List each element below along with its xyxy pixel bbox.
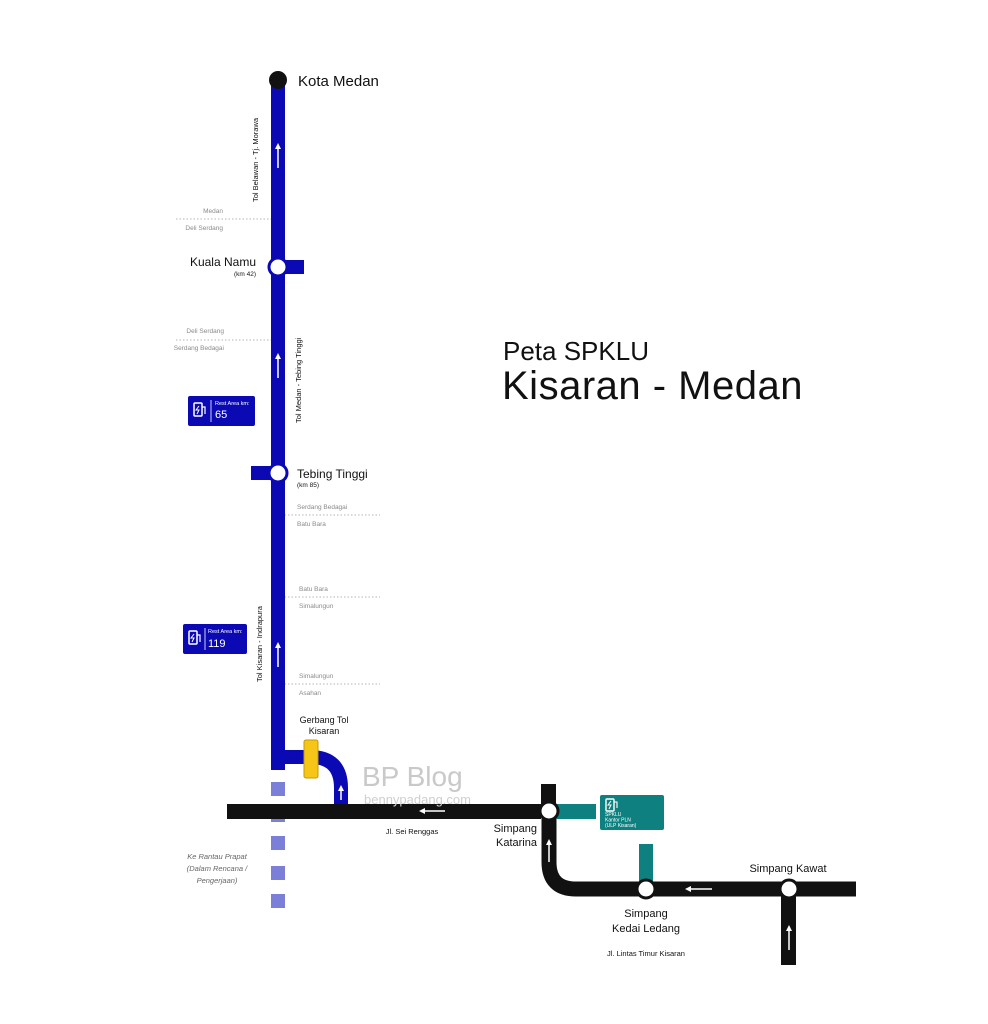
arrow-icon (338, 785, 344, 800)
arrow-icon (275, 143, 281, 168)
boundary-labels: Medan Deli Serdang Deli Serdang Serdang … (174, 208, 348, 697)
boundary-label-upper: Serdang Bedagai (297, 504, 347, 511)
rest-area-label: Rest Area km: (215, 401, 250, 407)
rest-area-label: Rest Area km: (208, 629, 243, 635)
label-rantau-2: (Dalam Rencana / (187, 864, 248, 873)
ev-charger-icon (188, 630, 201, 645)
label-rantau-3: Pengerjaan) (197, 876, 238, 885)
spklu-pln-connector-v (639, 844, 653, 884)
arrow-icon (786, 925, 792, 950)
ev-charger-icon (193, 402, 206, 417)
spklu-kantor-pln: SPKLU Kantor PLN (ULP Kisaran) (600, 795, 664, 830)
simpang-katarina-node (538, 800, 560, 822)
label-rantau-1: Ke Rantau Prapat (187, 852, 248, 861)
pln-sign-line1: SPKLU (605, 812, 622, 818)
watermark-name: BP Blog (362, 761, 463, 792)
pln-sign-line2: Kantor PLN (605, 818, 631, 824)
label-simpang-kawat: Simpang Kawat (749, 863, 826, 875)
arrow-icon (275, 642, 281, 667)
label-simpang-kedai-2: Kedai Ledang (612, 923, 680, 935)
label-tebing-tinggi-km: (km 85) (297, 482, 319, 489)
boundary-label-lower: Batu Bara (297, 521, 326, 528)
label-simpang-katarina-1: Simpang (494, 823, 537, 835)
boundary-label-lower: Simalungun (299, 603, 334, 610)
toll-main-line (271, 80, 285, 770)
ev-charger-icon (605, 798, 618, 812)
road-jl-lintas-timur (541, 812, 856, 897)
kota-medan-endpoint (269, 71, 287, 89)
spklu-rest-area-119: Rest Area km: 119 (183, 624, 247, 654)
label-kota-medan: Kota Medan (298, 73, 379, 90)
label-tebing-tinggi: Tebing Tinggi (297, 467, 368, 481)
boundary-label-upper: Medan (203, 208, 223, 215)
boundary-label-upper: Batu Bara (299, 586, 328, 593)
boundary-label-lower: Deli Serdang (185, 225, 223, 232)
map-subtitle: Peta SPKLU (503, 336, 649, 366)
direction-arrows (275, 143, 792, 950)
label-kuala-namu: Kuala Namu (190, 255, 256, 269)
label-jl-sei-renggas: Jl. Sei Renggas (386, 827, 439, 836)
tebing-tinggi-interchange (267, 462, 289, 484)
spklu-pln-connector-h (556, 804, 596, 819)
spklu-rest-area-65: Rest Area km: 65 (188, 396, 255, 426)
district-boundaries (176, 218, 380, 685)
map-title: Kisaran - Medan (502, 364, 803, 408)
kuala-namu-interchange (267, 256, 289, 278)
label-simpang-kedai-1: Simpang (624, 908, 667, 920)
pln-sign-line3: (ULP Kisaran) (605, 823, 637, 829)
toll-gate (303, 739, 319, 779)
road-jl-sei-renggas (227, 804, 541, 819)
simpang-kawat-node (778, 878, 800, 900)
boundary-label-lower: Serdang Bedagai (174, 345, 224, 352)
planned-toll-extension (271, 782, 285, 908)
boundary-label-upper: Simalungun (299, 673, 334, 680)
label-gerbang-tol: Gerbang Tol (300, 715, 349, 725)
arrow-icon (275, 353, 281, 378)
label-jl-lintas-timur: Jl. Lintas Timur Kisaran (607, 949, 685, 958)
arrow-icon (685, 886, 712, 892)
boundary-label-lower: Asahan (299, 690, 321, 697)
label-tol-medan-tebing: Tol Medan - Tebing Tinggi (294, 337, 303, 423)
label-tol-belawan: Tol Belawan - Tj. Morawa (251, 117, 260, 202)
label-kuala-namu-km: (km 42) (234, 271, 256, 278)
watermark-site: bennypadang.com (364, 792, 471, 807)
label-simpang-katarina-2: Katarina (496, 837, 538, 849)
road-katarina-north-stub (541, 784, 556, 804)
boundary-label-upper: Deli Serdang (186, 328, 224, 335)
rest-area-km-119: 119 (208, 638, 226, 650)
arrow-icon (546, 839, 552, 862)
arrow-icon (419, 808, 445, 814)
label-gerbang-kisaran: Kisaran (309, 726, 340, 736)
simpang-kedai-ledang-node (635, 878, 657, 900)
label-tol-kisaran: Tol Kisaran - Indrapura (255, 605, 264, 682)
rest-area-km-65: 65 (215, 409, 227, 421)
